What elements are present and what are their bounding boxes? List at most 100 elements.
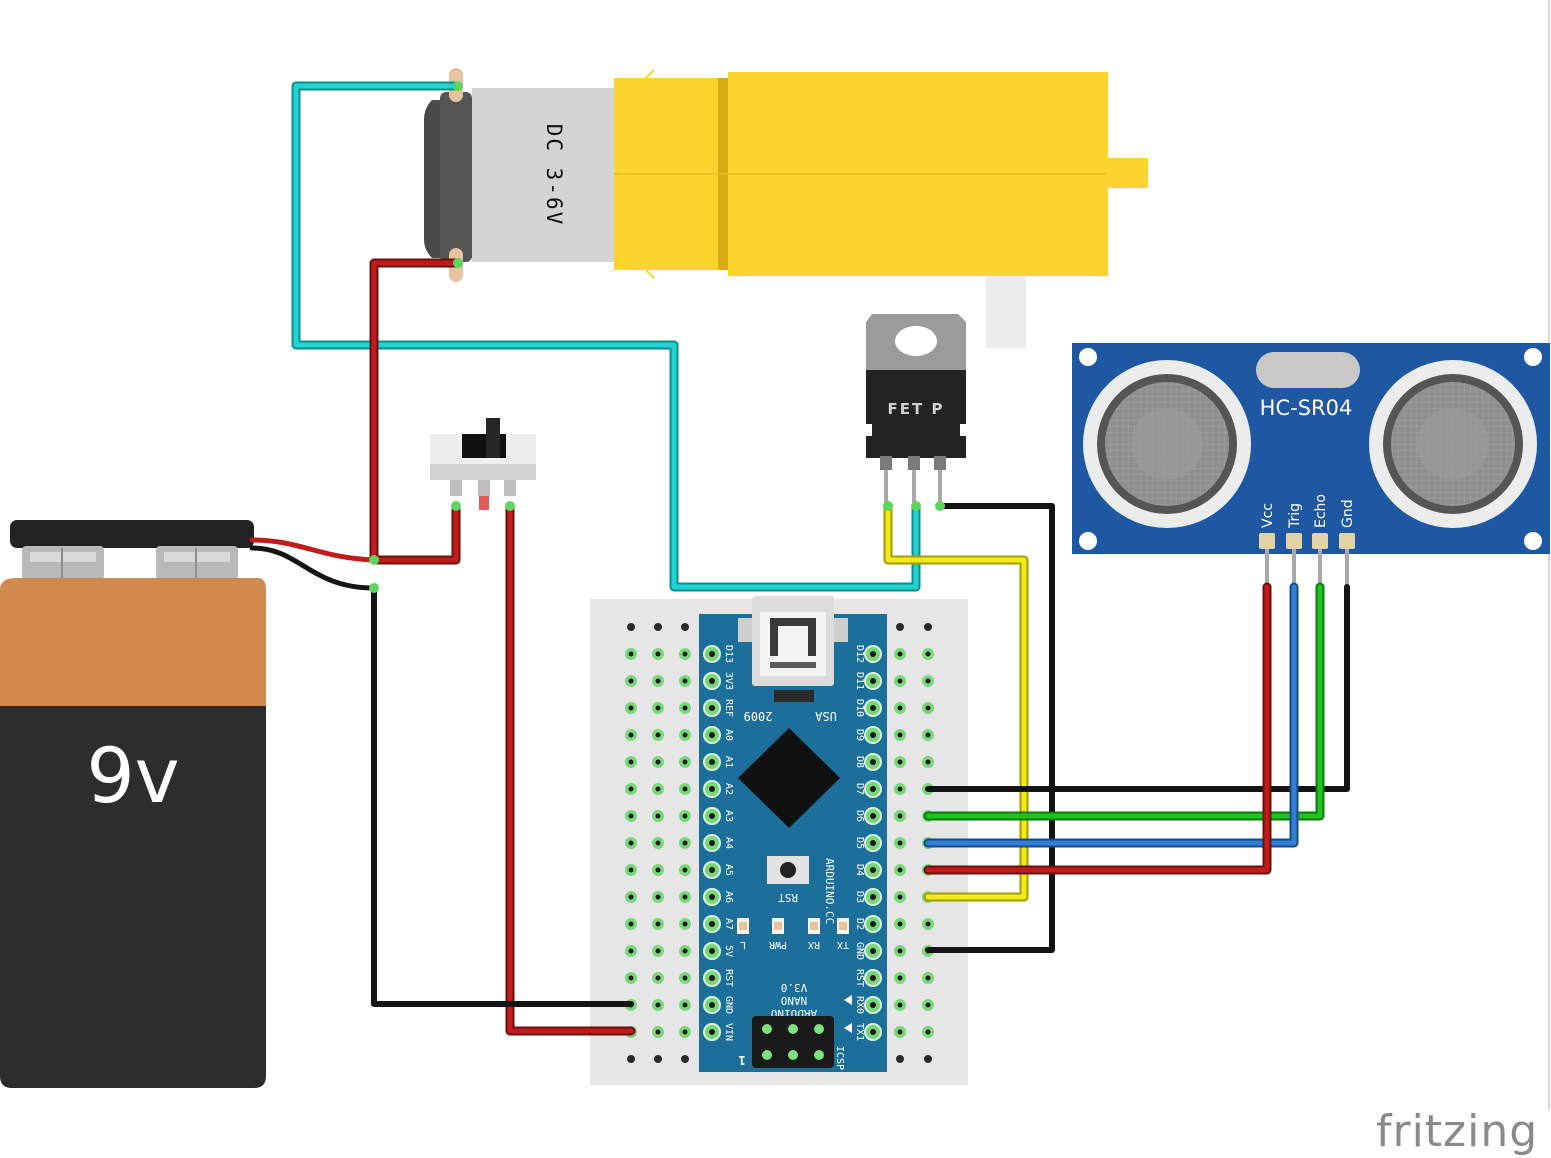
- perfboard-hole-center: [655, 786, 661, 792]
- dc-gear-motor: DC 3-6V: [424, 68, 1148, 348]
- wire-endpoints: [369, 81, 945, 593]
- perfboard-hole-center: [655, 651, 661, 657]
- perfboard-hole-center: [897, 1002, 903, 1008]
- sensor-pin-pad: [1286, 533, 1302, 549]
- battery-top-band: [0, 578, 266, 706]
- perfboard-hole-center: [628, 840, 634, 846]
- nano-pin-label-right: D5: [854, 837, 865, 849]
- nano-pin-hole: [709, 975, 715, 981]
- perfboard-hole-center: [655, 894, 661, 900]
- perfboard-hole-center: [655, 867, 661, 873]
- perfboard-hole-center: [897, 840, 903, 846]
- perfboard-hole-center: [628, 867, 634, 873]
- battery-lead-black: [249, 545, 377, 591]
- mosfet-drain-leg: [912, 470, 916, 504]
- nano-pin-label-right: D9: [854, 729, 865, 741]
- perfboard-hole-center: [655, 759, 661, 765]
- switch-pin-3: [504, 480, 516, 496]
- nano-pin-label-right: GND: [854, 942, 865, 960]
- nano-led-label: PWR: [768, 939, 787, 950]
- nano-pin-label-left: RST: [723, 969, 734, 987]
- perfboard-hole-center: [682, 786, 688, 792]
- fritzing-watermark: fritzing: [1376, 1106, 1538, 1157]
- nano-pin-label-left: A7: [723, 918, 734, 930]
- nano-pin-hole: [709, 678, 715, 684]
- perfboard-hole: [681, 623, 689, 631]
- perfboard-hole-center: [628, 975, 634, 981]
- gearbox-clips: [645, 69, 655, 279]
- motor-endcap-rim: [440, 92, 472, 262]
- wire-red-vin-inner: [507, 503, 634, 1034]
- mosfet-body: [866, 370, 966, 458]
- nano-pin-label-left: A6: [723, 891, 734, 903]
- battery-body: [0, 706, 266, 1088]
- nano-pin-label-left: 5V: [723, 945, 734, 957]
- nano-pin-hole: [870, 651, 876, 657]
- perfboard-hole: [924, 623, 932, 631]
- wire-red-vcc-inner: [925, 584, 1270, 873]
- nano-led-label: TX: [837, 939, 849, 950]
- motor-can: [472, 88, 618, 262]
- perfboard-hole-center: [628, 759, 634, 765]
- perfboard-hole: [654, 623, 662, 631]
- nano-pin-hole: [870, 705, 876, 711]
- perfboard-hole-center: [682, 813, 688, 819]
- switch-actuator[interactable]: [486, 418, 500, 458]
- perfboard-hole-center: [897, 732, 903, 738]
- perfboard-hole-center: [897, 678, 903, 684]
- nano-led-lens: [739, 922, 747, 930]
- wire-green-inner: [925, 584, 1323, 819]
- perfboard-hole: [924, 1055, 932, 1063]
- nano-pin-hole: [709, 840, 715, 846]
- wire-cyan-inner: [293, 83, 919, 590]
- perfboard-hole-center: [897, 786, 903, 792]
- nano-pin-label-right: D3: [854, 891, 865, 903]
- motor-shaft: [1106, 158, 1148, 188]
- nano-pin-hole: [870, 948, 876, 954]
- mosfet-leg-base-1: [880, 456, 892, 470]
- nano-pin-label-right: D6: [854, 810, 865, 822]
- perfboard-hole-center: [655, 1002, 661, 1008]
- perfboard-hole: [681, 1055, 689, 1063]
- perfboard-hole-center: [682, 651, 688, 657]
- nano-pin-label-right: D4: [854, 864, 865, 876]
- mosfet-leg-base-3: [934, 456, 946, 470]
- perfboard-hole-center: [655, 678, 661, 684]
- sensor-pin-label: Trig: [1287, 503, 1303, 529]
- perfboard-hole: [627, 1055, 635, 1063]
- perfboard-hole-center: [925, 732, 931, 738]
- perfboard-hole-center: [925, 975, 931, 981]
- nano-pin-label-left: A4: [723, 837, 734, 849]
- motor-shaft-lower: [986, 272, 1026, 348]
- nano-pin-hole: [709, 759, 715, 765]
- nano-reset-button[interactable]: [767, 856, 809, 884]
- nano-rx-tx-arrows: [844, 995, 852, 1033]
- sensor-transducer-right: [1369, 360, 1537, 528]
- perfboard-hole-center: [655, 840, 661, 846]
- perfboard-hole-center: [655, 732, 661, 738]
- nano-pin-hole: [709, 651, 715, 657]
- switch-pin-2-lead: [479, 496, 489, 510]
- perfboard-hole-center: [682, 894, 688, 900]
- perfboard-hole-center: [897, 921, 903, 927]
- nano-pin-label-right: D12: [854, 645, 865, 663]
- sensor-pin-pad: [1339, 533, 1355, 549]
- sensor-pin-leg: [1318, 549, 1322, 587]
- perfboard-hole-center: [628, 948, 634, 954]
- perfboard-hole-center: [655, 705, 661, 711]
- sensor-crystal: [1256, 352, 1360, 388]
- perfboard-hole-center: [925, 705, 931, 711]
- nano-led-label: RX: [808, 939, 820, 950]
- sensor-pin-leg: [1292, 549, 1296, 587]
- nano-pin-label-right: D2: [854, 918, 865, 930]
- wire-blue-trig-to-d5: [923, 582, 1299, 848]
- perfboard-hole-center: [682, 759, 688, 765]
- mosfet-mount-hole: [895, 326, 937, 356]
- slide-switch[interactable]: [430, 418, 536, 510]
- nano-pin-hole: [709, 786, 715, 792]
- perfboard-hole-center: [682, 732, 688, 738]
- battery-label: 9v: [86, 731, 179, 820]
- nano-pin-hole: [870, 894, 876, 900]
- nano-pin-hole: [709, 1029, 715, 1035]
